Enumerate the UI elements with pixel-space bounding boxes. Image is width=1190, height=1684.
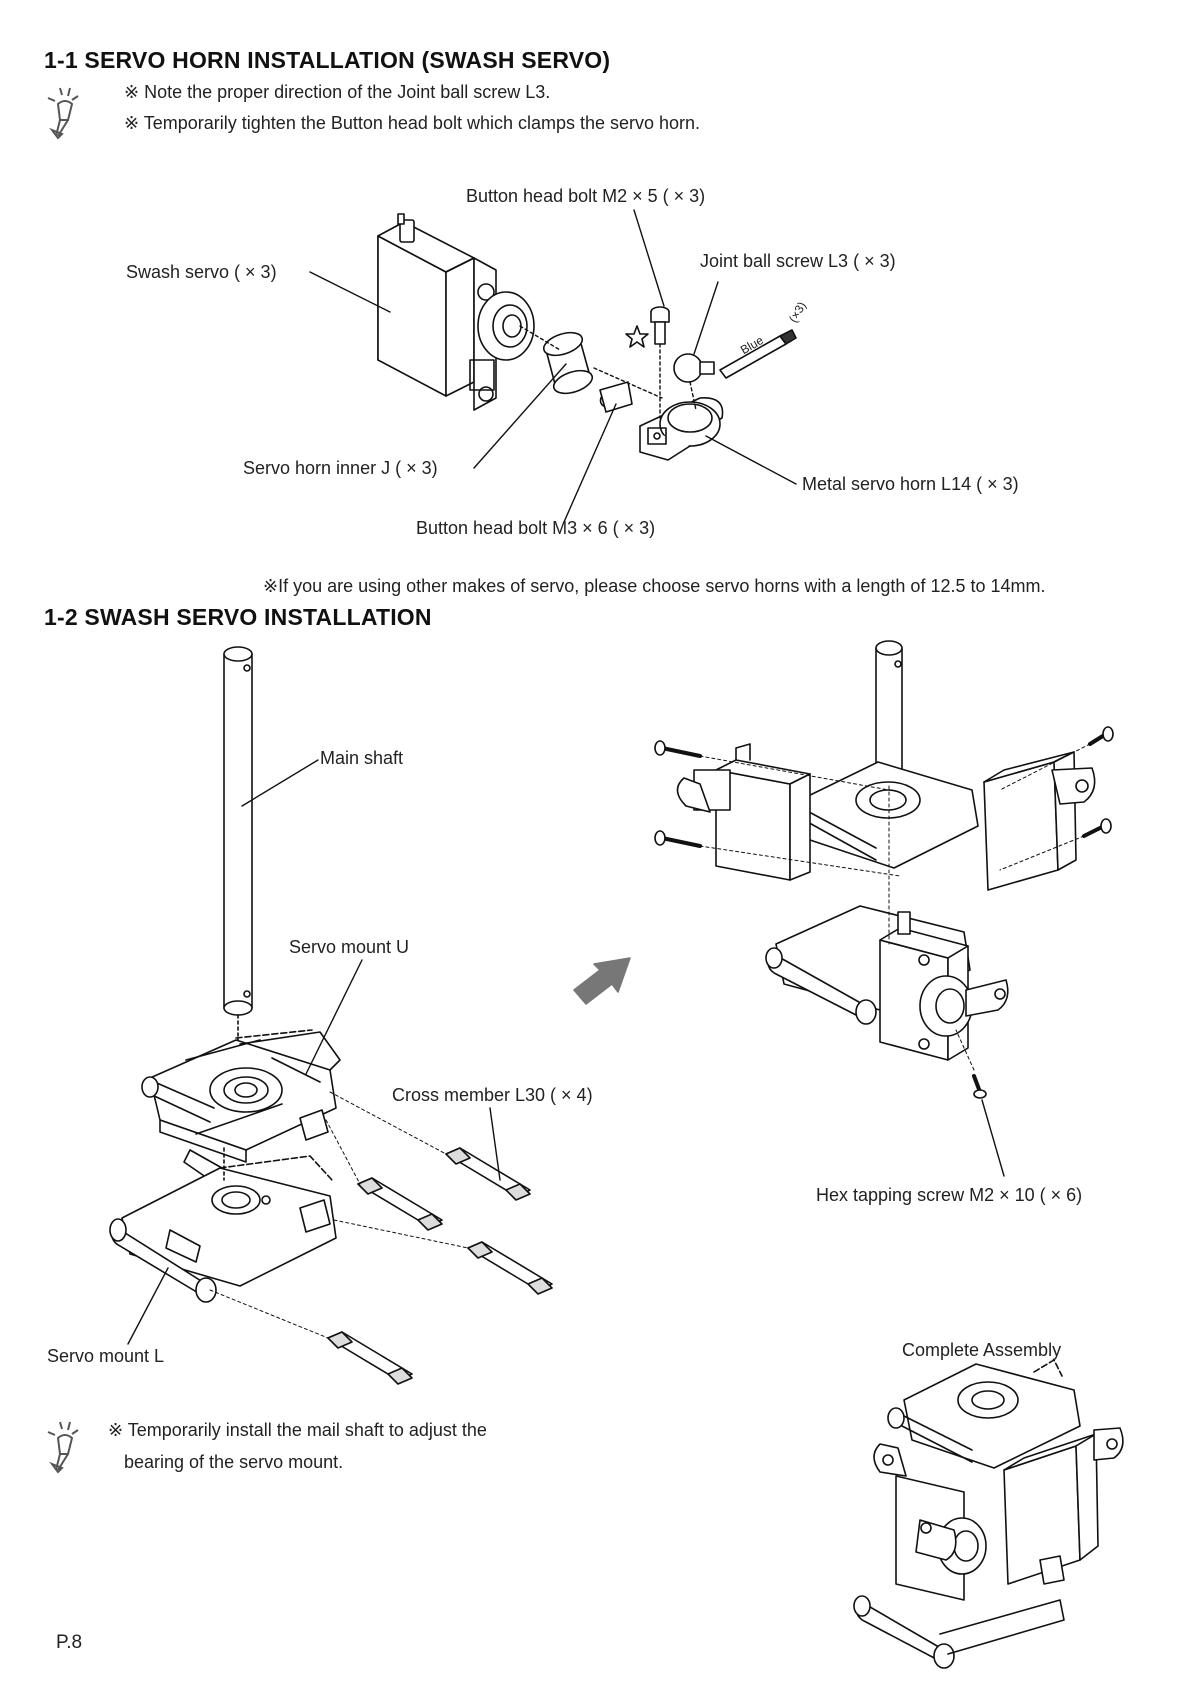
label-hex-tapping-screw: Hex tapping screw M2 × 10 ( × 6)	[816, 1185, 1083, 1205]
assembled-view-part	[654, 640, 1114, 1099]
section-2-title: 1-2 SWASH SERVO INSTALLATION	[44, 604, 432, 630]
page-number: P.8	[56, 1632, 83, 1653]
label-servo-horn-inner: Servo horn inner J ( × 3)	[243, 458, 438, 478]
note-temporary-shaft-line1: ※ Temporarily install the mail shaft to …	[108, 1420, 487, 1440]
hint-icon	[47, 1421, 79, 1474]
label-complete-assembly: Complete Assembly	[902, 1340, 1062, 1360]
servo-mount-u-part	[141, 1029, 341, 1181]
label-swash-servo: Swash servo ( × 3)	[126, 262, 277, 282]
swash-servo-part	[377, 213, 535, 411]
note-tighten-bolt: ※ Temporarily tighten the Button head bo…	[124, 113, 701, 133]
label-cross-member: Cross member L30 ( × 4)	[392, 1085, 593, 1105]
label-button-head-bolt-m3: Button head bolt M3 × 6 ( × 3)	[416, 518, 656, 538]
label-servo-mount-u: Servo mount U	[289, 937, 410, 957]
note-joint-ball-direction: ※ Note the proper direction of the Joint…	[124, 82, 551, 102]
hint-icon	[47, 87, 79, 140]
cross-member-part	[327, 1147, 553, 1385]
servo-horn-inner-part	[542, 331, 594, 395]
label-joint-ball-screw: Joint ball screw L3 ( × 3)	[700, 251, 896, 271]
label-main-shaft: Main shaft	[320, 748, 404, 768]
servo-mount-l-part	[109, 1155, 337, 1303]
label-metal-servo-horn: Metal servo horn L14 ( × 3)	[802, 474, 1019, 494]
note-temporary-shaft-line2: bearing of the servo mount.	[124, 1452, 344, 1472]
section-1-title: 1-1 SERVO HORN INSTALLATION (SWASH SERVO…	[44, 47, 611, 73]
label-servo-mount-l: Servo mount L	[47, 1346, 165, 1366]
footnote-servo-horn-length: ※If you are using other makes of servo, …	[263, 576, 1046, 596]
metal-servo-horn-part	[639, 397, 724, 461]
label-button-head-bolt-m2: Button head bolt M2 × 5 ( × 3)	[466, 186, 706, 206]
main-shaft-part	[223, 646, 253, 1016]
complete-assembly-part	[853, 1359, 1124, 1669]
